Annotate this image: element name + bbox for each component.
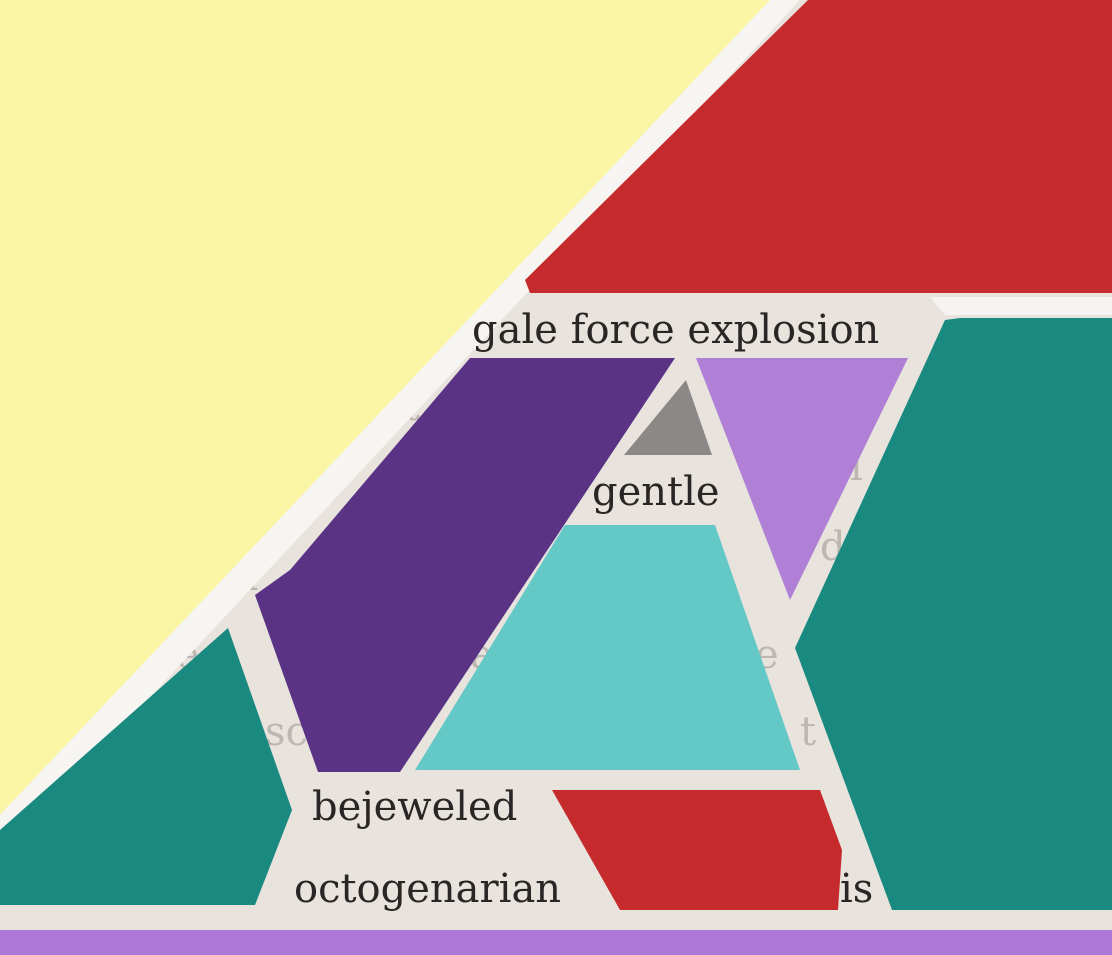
lavender-triangle-icon bbox=[696, 358, 908, 600]
poem-line-4: octogenarian bbox=[294, 866, 561, 912]
poem-line-4-tail: is bbox=[840, 866, 873, 912]
teal-pentagon-left-icon bbox=[0, 628, 292, 905]
ghost-text: t bbox=[800, 709, 816, 755]
purple-parallelogram-icon bbox=[255, 358, 675, 772]
gray-triangle-icon bbox=[624, 380, 712, 455]
cut-edge bbox=[930, 297, 1112, 315]
poem-line-3: bejeweled bbox=[312, 784, 517, 830]
aqua-trapezoid-icon bbox=[415, 525, 800, 770]
lavender-band-icon bbox=[0, 930, 1112, 955]
teal-hexagon-right-icon bbox=[795, 318, 1112, 910]
red-parallelogram-small-icon bbox=[552, 790, 842, 910]
red-trapezoid-icon bbox=[525, 0, 1112, 293]
poem-line-1: gale force explosion bbox=[472, 307, 879, 353]
poem-line-2: gentle bbox=[592, 469, 720, 515]
